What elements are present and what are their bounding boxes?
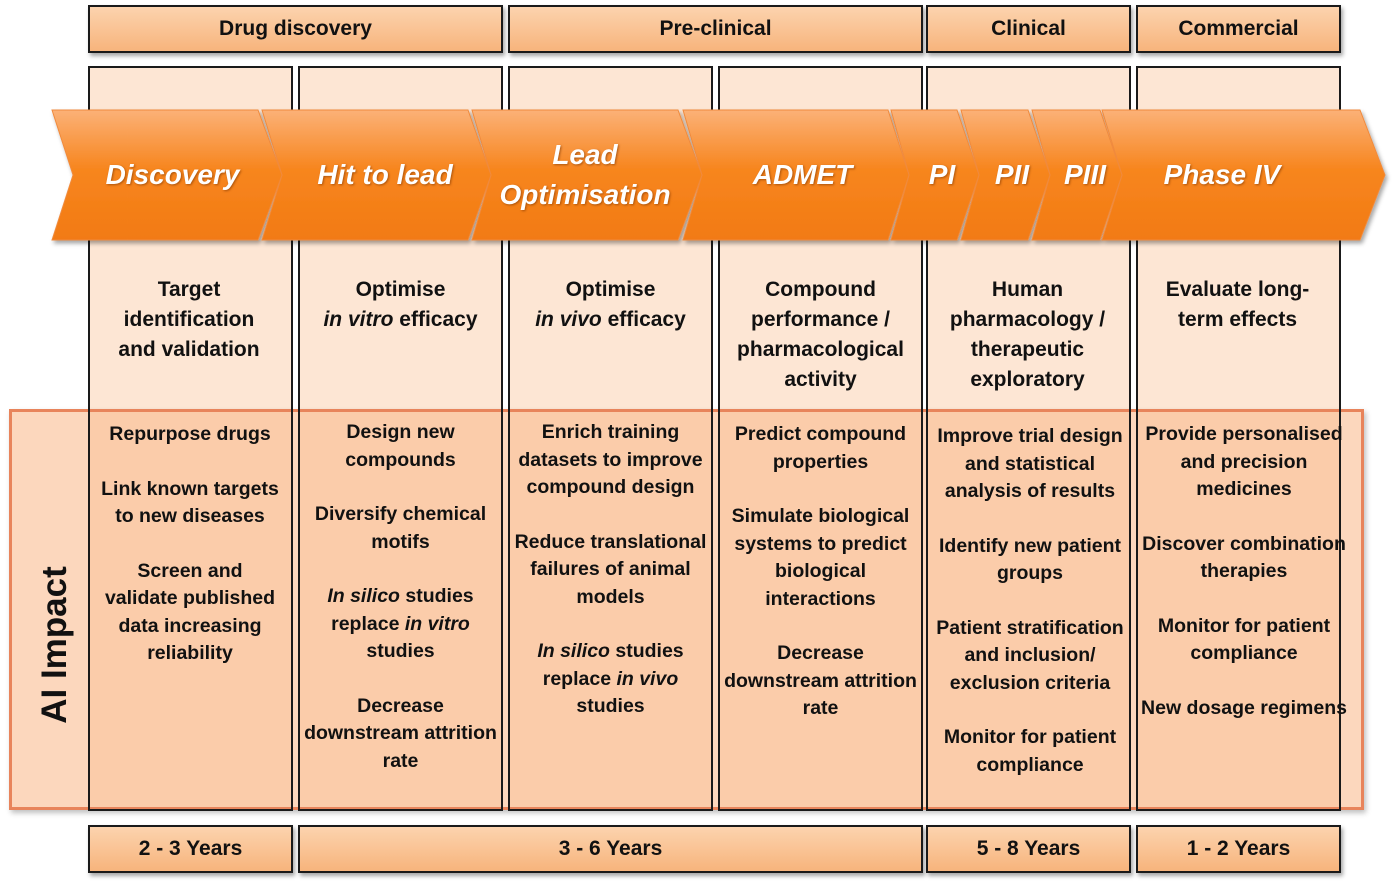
stage-label-admet: ADMET (752, 159, 853, 190)
duration-label: 1 - 2 Years (1186, 837, 1291, 860)
impact-cell-discovery (88, 409, 293, 811)
impact-item: Repurpose drugs (109, 423, 271, 445)
ai-impact-band (9, 409, 1364, 810)
impact-item: Identify new patient groups (938, 534, 1121, 585)
impacts-commercial: Provide personalised and precision medic… (1140, 421, 1348, 749)
impact-item: Diversify chemical motifs (314, 503, 487, 553)
stage-label-discovery: Discovery (105, 159, 240, 190)
description-commercial: Evaluate long-term effects (1150, 275, 1325, 335)
duration-label: 5 - 8 Years (976, 837, 1081, 860)
stage-label-hit-to-lead: Hit to lead (317, 159, 453, 190)
stage-label-phase-iv: Phase IV (1163, 159, 1281, 190)
stage-label-piii: PIII (1063, 159, 1106, 190)
stage-label-lead-optimisation: Lead Optimisation (499, 139, 671, 210)
impact-item: Link known targets to new diseases (101, 477, 279, 528)
impacts-admet: Predict compound properties Simulate bio… (723, 421, 918, 750)
description-clinical: Human pharmacology / therapeutic explora… (940, 275, 1115, 395)
impact-item: Enrich training datasets to improve comp… (518, 421, 703, 498)
description-text: Target identification and validation (118, 278, 260, 361)
duration-label: 3 - 6 Years (558, 837, 663, 860)
header-drug-discovery: Drug discovery (88, 5, 503, 53)
impact-item: Reduce translational failures of animal … (514, 530, 707, 608)
impact-cell-commercial (1136, 409, 1341, 811)
impact-item: Provide personalised and precision medic… (1145, 423, 1343, 500)
description-text: Evaluate long-term effects (1165, 278, 1310, 331)
duration-clinical: 5 - 8 Years (926, 825, 1131, 873)
description-text: Human pharmacology / therapeutic explora… (949, 278, 1106, 391)
impact-item: Patient stratification and inclusion/ ex… (936, 616, 1124, 694)
stage-arrows (51, 109, 1386, 241)
impact-item: Monitor for patient compliance (1157, 614, 1331, 665)
impact-cell-lead-optimisation (508, 409, 713, 811)
duration-pre-clinical: 3 - 6 Years (298, 825, 923, 873)
header-commercial: Commercial (1136, 5, 1341, 53)
impact-item: Predict compound properties (734, 423, 907, 473)
duration-drug-discovery: 2 - 3 Years (88, 825, 293, 873)
impact-item: Simulate biological systems to predict b… (731, 505, 910, 610)
description-text: Compound performance / pharmacological a… (737, 278, 904, 391)
stage-label-pii: PII (994, 159, 1030, 190)
impact-item: In silico studies replace in vitro studi… (327, 585, 474, 662)
impacts-lead-optimisation: Enrich training datasets to improve comp… (513, 419, 708, 748)
impact-cell-hit-to-lead (298, 409, 503, 811)
stage-label-pi: PI (928, 159, 956, 190)
impact-item: Decrease downstream attrition rate (724, 642, 917, 719)
header-label: Pre-clinical (659, 17, 772, 40)
duration-commercial: 1 - 2 Years (1136, 825, 1341, 873)
header-label: Drug discovery (219, 17, 372, 40)
description-discovery: Target identification and validation (104, 275, 274, 365)
impacts-discovery: Repurpose drugs Link known targets to ne… (100, 421, 280, 695)
impact-cell-admet (718, 409, 923, 811)
impact-item: Monitor for patient compliance (943, 726, 1117, 776)
impact-item: In silico studies replace in vivo studie… (537, 640, 684, 717)
impact-item: New dosage regimens (1141, 696, 1347, 719)
ai-impact-text: AI Impact (35, 566, 75, 724)
impact-item: Decrease downstream attrition rate (304, 694, 497, 772)
header-clinical: Clinical (926, 5, 1131, 53)
impact-item: Design new compounds (345, 421, 456, 471)
impacts-clinical: Improve trial design and statistical ana… (929, 423, 1131, 806)
impact-cell-clinical (926, 409, 1131, 811)
impact-item: Screen and validate published data incre… (104, 559, 276, 665)
ai-impact-label: AI Impact (20, 560, 90, 730)
impact-item: Discover combination therapies (1142, 532, 1346, 583)
impact-item: Improve trial design and statistical ana… (937, 425, 1123, 502)
header-label: Clinical (991, 17, 1066, 40)
header-pre-clinical: Pre-clinical (508, 5, 923, 53)
arrow-discovery (51, 109, 283, 241)
description-admet: Compound performance / pharmacological a… (728, 275, 913, 395)
header-label: Commercial (1178, 17, 1299, 40)
duration-label: 2 - 3 Years (138, 837, 243, 860)
impacts-hit-to-lead: Design new compounds Diversify chemical … (303, 419, 498, 802)
